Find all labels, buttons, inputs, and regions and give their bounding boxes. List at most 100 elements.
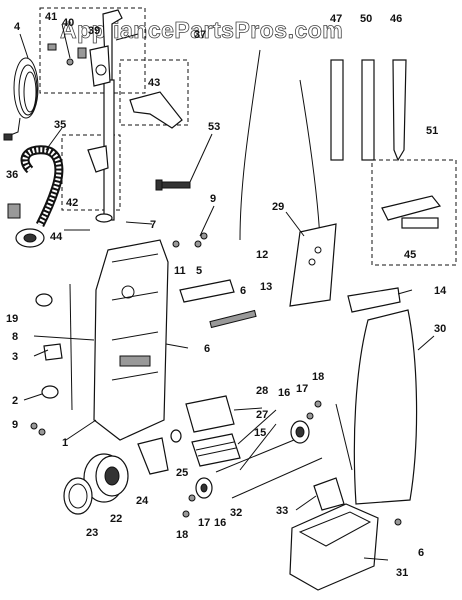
callout: 17 bbox=[296, 383, 308, 395]
screw-18a-icon bbox=[314, 400, 322, 408]
screw-9c-icon bbox=[38, 428, 46, 436]
callout: 41 bbox=[45, 11, 57, 23]
callout: 22 bbox=[110, 513, 122, 525]
leader-lines bbox=[19, 23, 435, 561]
box-handle-group bbox=[39, 7, 146, 94]
washer-17a-icon bbox=[306, 412, 314, 420]
latch-icon bbox=[347, 287, 401, 313]
screw-9b-icon bbox=[30, 422, 38, 430]
power-cord-icon bbox=[3, 57, 39, 141]
callout: 18 bbox=[312, 371, 324, 383]
hose-icon bbox=[15, 145, 64, 248]
upholstery-brush-icon bbox=[381, 195, 442, 221]
screw-5-icon bbox=[194, 240, 202, 248]
callout: 7 bbox=[150, 219, 156, 231]
wand-50-icon bbox=[361, 59, 375, 161]
lens-ring-icon bbox=[63, 477, 93, 515]
screw-18b-icon bbox=[182, 510, 190, 518]
callout: 51 bbox=[426, 125, 438, 137]
box-handle-lower bbox=[119, 59, 189, 126]
button-icon bbox=[47, 43, 57, 51]
hose-clip-icon bbox=[87, 145, 109, 173]
callout: 50 bbox=[360, 13, 372, 25]
callout: 3 bbox=[12, 351, 18, 363]
bar-13-icon bbox=[209, 309, 257, 329]
bracket-24-icon bbox=[137, 437, 169, 475]
rod-icon bbox=[69, 283, 73, 411]
bag-housing-icon bbox=[353, 309, 418, 505]
filter-icon bbox=[185, 395, 235, 433]
screw-icon bbox=[66, 58, 74, 66]
cap-2-icon bbox=[41, 385, 59, 399]
callout: 6 bbox=[204, 343, 210, 355]
callout: 18 bbox=[176, 529, 188, 541]
callout: 2 bbox=[12, 395, 18, 407]
callout: 25 bbox=[176, 467, 188, 479]
callout: 5 bbox=[196, 265, 202, 277]
callout: 16 bbox=[278, 387, 290, 399]
callout: 12 bbox=[256, 249, 268, 261]
callout: 15 bbox=[254, 427, 266, 439]
callout: 40 bbox=[62, 17, 74, 29]
fitting-icon bbox=[7, 203, 21, 219]
callout: 13 bbox=[260, 281, 272, 293]
callout: 47 bbox=[330, 13, 342, 25]
callout: 42 bbox=[66, 197, 78, 209]
callout: 33 bbox=[276, 505, 288, 517]
callout: 24 bbox=[136, 495, 149, 507]
callout: 36 bbox=[6, 169, 18, 181]
screw-53-icon bbox=[155, 179, 191, 191]
axle-32-icon bbox=[231, 457, 323, 499]
bag-cover-icon bbox=[289, 503, 379, 591]
callout-labels: 4 41 40 39 37 43 35 53 47 50 46 51 9 36 … bbox=[6, 11, 447, 579]
vacuum-body-icon bbox=[93, 239, 169, 441]
callout: 44 bbox=[50, 231, 63, 243]
wheel-left-icon bbox=[195, 477, 213, 499]
wand-47-icon bbox=[330, 59, 344, 161]
screw-6-icon bbox=[394, 518, 402, 526]
motor-icon bbox=[83, 453, 129, 503]
cord-hook-icon bbox=[129, 91, 183, 129]
callout: 43 bbox=[148, 77, 160, 89]
callout: 9 bbox=[210, 193, 216, 205]
box-tools bbox=[371, 159, 457, 266]
callout: 46 bbox=[390, 13, 402, 25]
clip-icon bbox=[77, 47, 87, 59]
callout: 37 bbox=[194, 29, 206, 41]
washer-17b-icon bbox=[188, 494, 196, 502]
callout: 8 bbox=[12, 331, 18, 343]
callout: 30 bbox=[434, 323, 446, 335]
crevice-tool-icon bbox=[392, 59, 407, 162]
callout: 35 bbox=[54, 119, 66, 131]
callout: 9 bbox=[12, 419, 18, 431]
callout: 17 bbox=[198, 517, 210, 529]
callout: 6 bbox=[240, 285, 246, 297]
callout: 39 bbox=[88, 25, 100, 37]
callout: 16 bbox=[214, 517, 226, 529]
guide-left-icon bbox=[239, 49, 261, 241]
box-hose-clip bbox=[61, 134, 121, 211]
callout: 4 bbox=[14, 21, 21, 33]
door-icon bbox=[313, 477, 345, 511]
callout: 14 bbox=[434, 285, 447, 297]
screw-9a-icon bbox=[200, 232, 208, 240]
callout: 1 bbox=[62, 437, 68, 449]
bracket-12-icon bbox=[179, 279, 235, 303]
ring-icon bbox=[170, 429, 182, 443]
callout: 53 bbox=[208, 121, 220, 133]
callout: 31 bbox=[396, 567, 408, 579]
callout: 29 bbox=[272, 201, 284, 213]
callout: 19 bbox=[6, 313, 18, 325]
axle-15-icon bbox=[215, 439, 295, 473]
callout: 6 bbox=[418, 547, 424, 559]
grommet-icon bbox=[35, 293, 53, 307]
handle-icon bbox=[89, 9, 123, 223]
callout: 45 bbox=[404, 249, 416, 261]
callout: 32 bbox=[230, 507, 242, 519]
callout: 11 bbox=[174, 265, 186, 277]
callout: 28 bbox=[256, 385, 268, 397]
bracket-3-icon bbox=[43, 343, 63, 361]
wheel-right-icon bbox=[290, 420, 310, 444]
callout: 27 bbox=[256, 409, 268, 421]
